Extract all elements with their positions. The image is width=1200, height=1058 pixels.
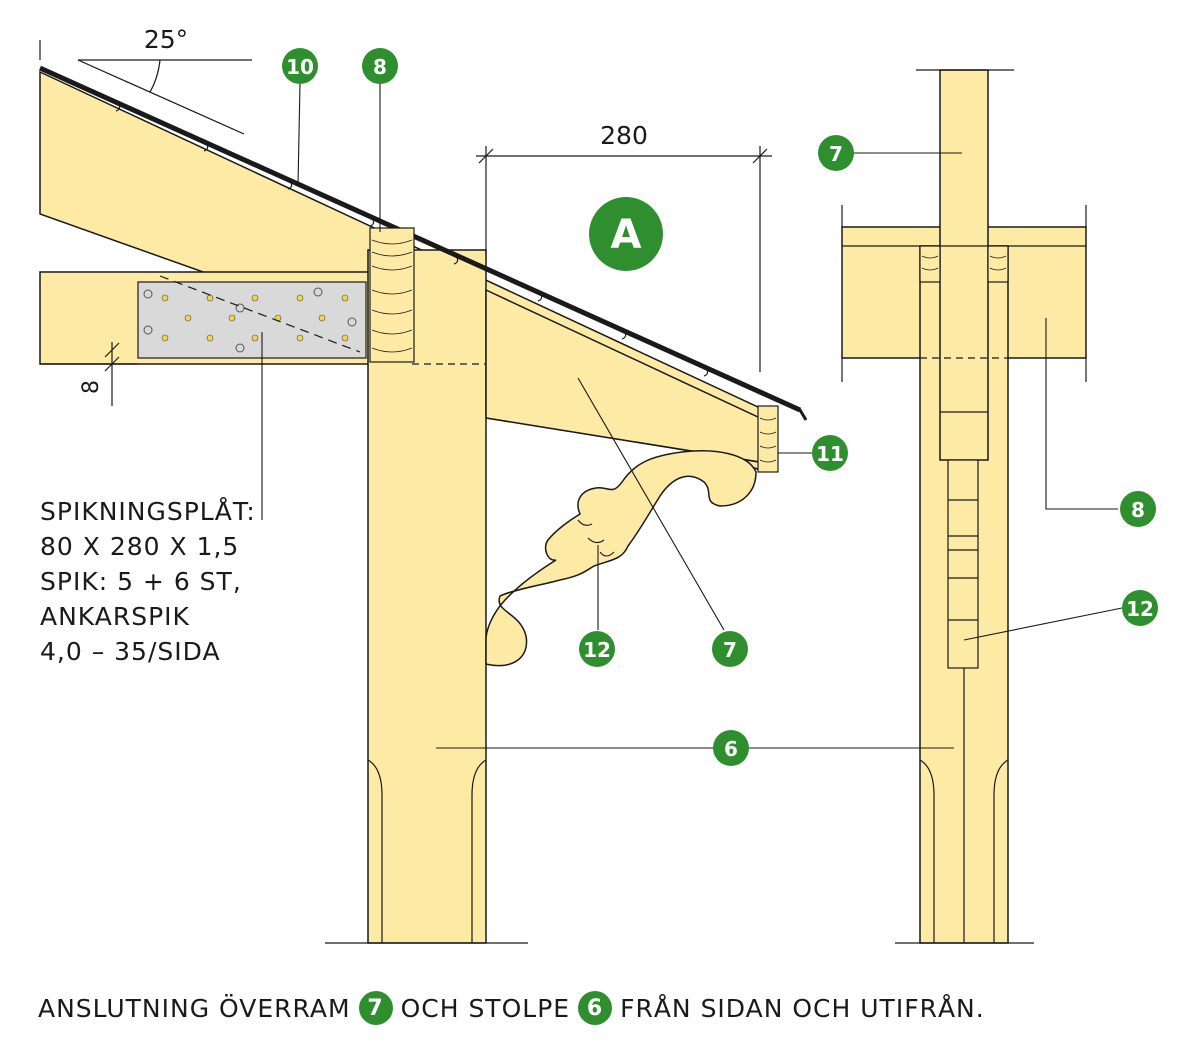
roof-sheeting <box>38 65 802 413</box>
post-side <box>367 249 487 944</box>
leader-8-right <box>1045 318 1118 510</box>
note-line-5: 4,0 – 35/SIDA <box>40 637 221 666</box>
caption-badge-7: 7 <box>358 991 393 1025</box>
post-rounded-notch-right <box>471 759 487 943</box>
nail-plate-note: SPIKNINGSPLÅT: 80 X 280 X 1,5 SPIK: 5 + … <box>40 494 256 669</box>
svg-text:8: 8 <box>1131 498 1145 522</box>
caption-part-2: OCH STOLPE <box>400 993 571 1023</box>
marker-11: 11 <box>812 435 848 471</box>
angle-label: 25° <box>144 25 188 54</box>
svg-text:8: 8 <box>373 55 387 79</box>
marker-7-lower: 7 <box>712 631 748 667</box>
leader-12-right <box>963 607 1123 641</box>
gap-dimension <box>40 342 138 406</box>
marker-7-right: 7 <box>818 135 854 171</box>
marker-8-right: 8 <box>1120 491 1156 527</box>
svg-text:A: A <box>611 212 642 258</box>
marker-12-right: 12 <box>1122 590 1158 626</box>
svg-text:7: 7 <box>829 142 843 166</box>
width-dimension <box>476 146 772 372</box>
svg-text:12: 12 <box>1126 597 1154 621</box>
caption-part-3: FRÅN SIDAN OCH UTIFRÅN. <box>620 993 985 1023</box>
purlin-side <box>369 227 415 363</box>
fascia-board <box>757 405 779 473</box>
marker-10: 10 <box>282 48 318 84</box>
marker-6: 6 <box>713 730 749 766</box>
svg-text:7: 7 <box>723 638 737 662</box>
svg-text:10: 10 <box>286 55 314 79</box>
note-line-2: 80 X 280 X 1,5 <box>40 532 240 561</box>
nail-plate <box>137 275 367 359</box>
svg-text:12: 12 <box>583 638 611 662</box>
post-rounded-notch-left <box>367 759 383 943</box>
note-line-3: SPIK: 5 + 6 ST, <box>40 567 242 596</box>
marker-8-top: 8 <box>362 48 398 84</box>
leader-7-lower <box>577 377 725 631</box>
caption-part-1: ANSLUTNING ÖVERRAM <box>38 993 351 1023</box>
leader-10 <box>297 83 301 186</box>
marker-12-left: 12 <box>579 631 615 667</box>
note-line-4: ANKARSPIK <box>40 602 190 631</box>
svg-text:11: 11 <box>816 442 844 466</box>
gap-label: 8 <box>79 380 104 394</box>
bracket-side <box>485 450 757 667</box>
gutter-edge <box>791 404 808 421</box>
marker-A: A <box>589 197 663 271</box>
post-front-notch-right <box>993 759 1009 943</box>
width-label: 280 <box>600 121 648 150</box>
angle-dimension <box>39 40 252 135</box>
svg-text:6: 6 <box>724 737 738 761</box>
post-front-notch-left <box>919 759 935 943</box>
note-line-1: SPIKNINGSPLÅT: <box>40 497 256 526</box>
caption-badge-6: 6 <box>578 991 613 1025</box>
bracket-front <box>947 459 979 669</box>
figure-caption: ANSLUTNING ÖVERRAM 7 OCH STOLPE 6 FRÅN S… <box>38 988 985 1028</box>
top-frame-front <box>939 69 989 461</box>
